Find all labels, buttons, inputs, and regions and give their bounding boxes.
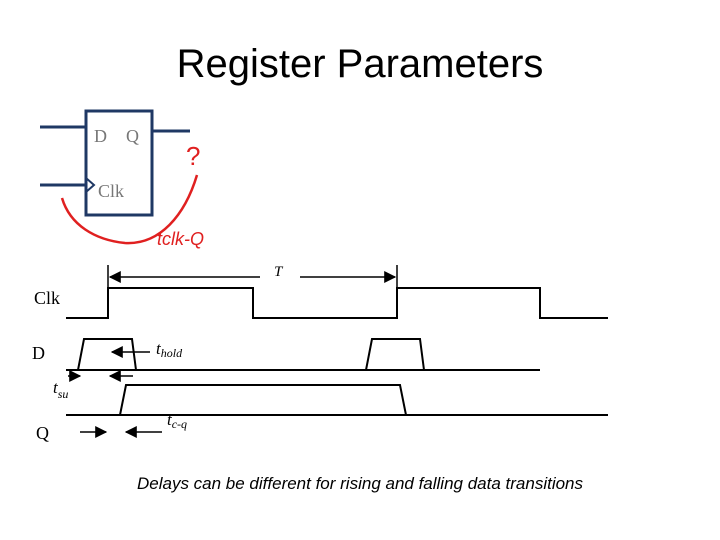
t-su-base: t	[53, 378, 59, 397]
signal-label-d: D	[32, 343, 45, 363]
period-marker: T	[107, 264, 398, 290]
t-su-label: tsu	[53, 378, 68, 401]
t-hold-label: thold	[156, 339, 183, 360]
signal-label-clk: Clk	[34, 288, 60, 308]
register-symbol: D Q Clk	[40, 109, 190, 217]
clk-waveform	[66, 287, 608, 319]
q-pulse	[119, 384, 407, 416]
t-hold-base: t	[156, 339, 162, 358]
caption: Delays can be different for rising and f…	[136, 474, 584, 493]
t-cq-sub: c-q	[172, 417, 187, 431]
register-q-label: Q	[126, 126, 139, 146]
annotation-clk-to-q: tclk-Q	[157, 229, 204, 249]
register-d-label: D	[94, 126, 107, 146]
t-cq-base: t	[167, 410, 173, 429]
clock-edge-triangle-icon	[85, 177, 96, 193]
annotation-output-mark: ?	[186, 141, 200, 171]
t-su-sub: su	[58, 387, 69, 401]
annotation-curve	[60, 174, 199, 245]
signal-label-q: Q	[36, 423, 49, 443]
d-pulse-next	[365, 338, 425, 371]
q-waveform	[66, 384, 608, 416]
register-clk-label: Clk	[98, 181, 124, 201]
period-label: T	[274, 264, 284, 280]
d-pulse	[77, 338, 137, 371]
d-waveform	[66, 338, 540, 371]
t-cq-label: tc-q	[167, 410, 187, 431]
t-hold-sub: hold	[161, 346, 183, 360]
page-title: Register Parameters	[176, 42, 544, 86]
register-box	[84, 109, 154, 217]
handwritten-annotation: ? tclk-Q	[60, 141, 204, 249]
